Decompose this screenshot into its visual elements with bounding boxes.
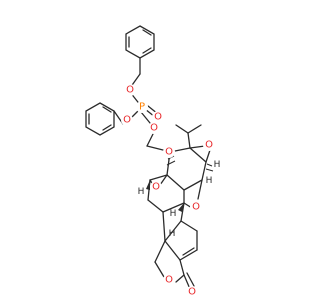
svg-text:P: P	[139, 102, 145, 113]
ring-system	[147, 145, 211, 290]
stereo-h-4: H	[170, 209, 177, 219]
atom-o-epoxide-top: O	[203, 139, 215, 151]
bond-isopropyl-1	[175, 124, 189, 134]
atom-o-carbonyl: O	[186, 286, 198, 298]
atom-o-phos-bottom: O	[148, 122, 160, 134]
atom-o-ether: O	[163, 146, 175, 158]
stereo-h-1: H	[214, 160, 221, 170]
atom-o-epoxide-right: O	[190, 201, 202, 213]
svg-text:O: O	[154, 112, 162, 123]
benzyl-ring-top	[125, 25, 155, 59]
wedge-bond-2	[178, 203, 184, 212]
benzyl-ring-left	[85, 102, 115, 136]
structure-drawing: O O P O O O O O O O O H H H	[85, 25, 221, 298]
stereo-h-labels: H H H H H	[138, 160, 221, 239]
stereo-h-5: H	[169, 229, 176, 239]
wedge-bond-1	[146, 180, 150, 190]
atom-o-lactone: O	[163, 274, 175, 286]
hashed-bond-2	[205, 163, 214, 172]
bond-p-o-bottom	[140, 111, 151, 124]
atom-o-double: O	[152, 111, 164, 123]
atom-phosphorus: P	[136, 101, 148, 113]
stereo-h-3: H	[206, 176, 213, 186]
svg-text:O: O	[205, 140, 213, 151]
svg-text:O: O	[123, 115, 131, 126]
atom-o-epoxide-left: O	[150, 181, 162, 193]
svg-text:O: O	[126, 85, 134, 96]
bond-isopropyl-2	[187, 124, 202, 134]
svg-text:O: O	[165, 147, 173, 158]
stereo-h-2: H	[138, 187, 145, 197]
svg-text:O: O	[152, 182, 160, 193]
svg-text:O: O	[188, 287, 196, 298]
bond-isopropyl-3	[187, 132, 191, 149]
bond-o-ch2-oxymethyl	[146, 131, 155, 147]
svg-text:O: O	[165, 275, 173, 286]
atom-o-phos-left: O	[121, 114, 133, 126]
svg-text:O: O	[150, 123, 158, 134]
atom-o-phos-right: O	[124, 84, 136, 96]
svg-text:O: O	[192, 202, 200, 213]
